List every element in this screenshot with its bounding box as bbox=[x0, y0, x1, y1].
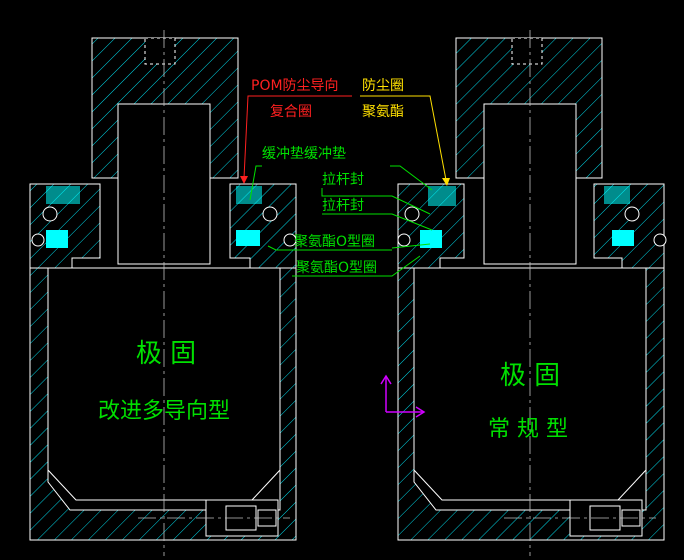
right-title: 极 固 bbox=[500, 361, 560, 391]
right-subtitle: 常 规 型 bbox=[488, 417, 568, 442]
left-cylinder bbox=[29, 30, 297, 556]
label-rod-seal-2: 拉杆封 bbox=[322, 198, 364, 214]
leader-lines bbox=[240, 95, 450, 277]
right-cylinder-body bbox=[397, 267, 665, 541]
left-title: 极 固 bbox=[136, 339, 196, 369]
label-polyurethane: 聚氨酯 bbox=[362, 104, 404, 120]
ucs-icon bbox=[380, 374, 426, 418]
label-rod-seal-1: 拉杆封 bbox=[322, 172, 364, 188]
label-pu-oring-1: 聚氨酯O型圈 bbox=[294, 234, 375, 250]
right-cylinder bbox=[397, 30, 667, 556]
left-subtitle: 改进多导向型 bbox=[98, 399, 230, 424]
label-pu-oring-2: 聚氨酯O型圈 bbox=[296, 260, 377, 276]
label-composite-ring: 复合圈 bbox=[270, 103, 312, 120]
label-dust-ring: 防尘圈 bbox=[362, 78, 404, 94]
label-pom-guide: POM防尘导向 bbox=[251, 78, 339, 94]
label-buffer-pad: 缓冲垫缓冲垫 bbox=[262, 146, 346, 162]
